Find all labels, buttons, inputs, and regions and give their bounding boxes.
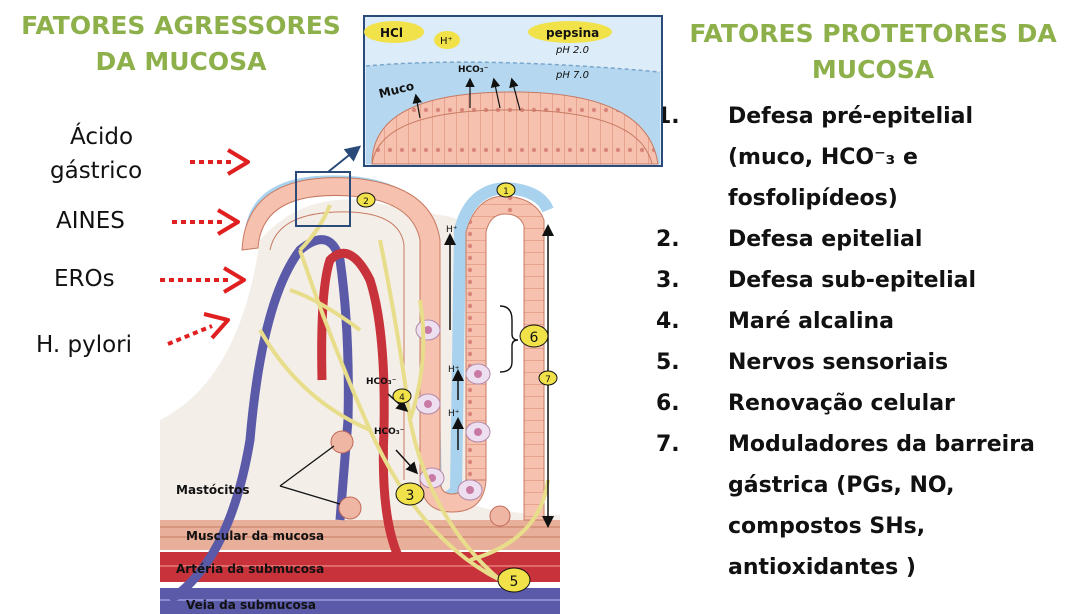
inset-h: H⁺ [440, 36, 453, 47]
marker-4: 4 [393, 389, 411, 403]
marker-5: 5 [498, 568, 530, 592]
inset-hco3: HCO₃⁻ [458, 65, 489, 75]
bracket-6 [500, 306, 518, 372]
inset-hcl: HCl [380, 26, 403, 40]
svg-text:4: 4 [399, 393, 405, 403]
label-h-low: H⁺ [448, 409, 460, 419]
epithelium-right [466, 196, 544, 520]
label-arteria: Artéria da submucosa [176, 562, 324, 576]
arrow-aines [172, 210, 238, 234]
inset-pepsina: pepsina [546, 26, 599, 40]
marker-3: 3 [396, 483, 424, 505]
label-mastocitos: Mastócitos [176, 483, 250, 497]
arrow-acido [190, 150, 248, 174]
inset-ph7: pH 7.0 [555, 70, 589, 81]
marker-2: 2 [357, 193, 375, 207]
aggressor-arrows [160, 150, 248, 344]
inset-ph2: pH 2.0 [555, 45, 589, 56]
lamina-propria [160, 200, 560, 521]
svg-text:7: 7 [545, 375, 551, 385]
svg-text:5: 5 [510, 574, 519, 590]
marker-6: 6 [520, 325, 548, 347]
label-hco3-upper: HCO₃⁻ [366, 377, 397, 387]
svg-text:1: 1 [503, 187, 509, 197]
label-muscular: Muscular da mucosa [186, 529, 324, 543]
marker-1: 1 [497, 183, 515, 197]
label-veia: Veia da submucosa [186, 598, 316, 612]
svg-text:3: 3 [406, 488, 415, 504]
svg-text:2: 2 [363, 197, 369, 207]
arrow-eros [160, 268, 244, 292]
label-h-top: H⁺ [446, 225, 458, 235]
svg-text:6: 6 [530, 330, 539, 346]
label-hco3-lower: HCO₃⁻ [374, 427, 405, 437]
marker-7: 7 [539, 371, 557, 385]
arrow-hpylori [168, 314, 228, 344]
label-h-mid: H⁺ [448, 365, 460, 375]
